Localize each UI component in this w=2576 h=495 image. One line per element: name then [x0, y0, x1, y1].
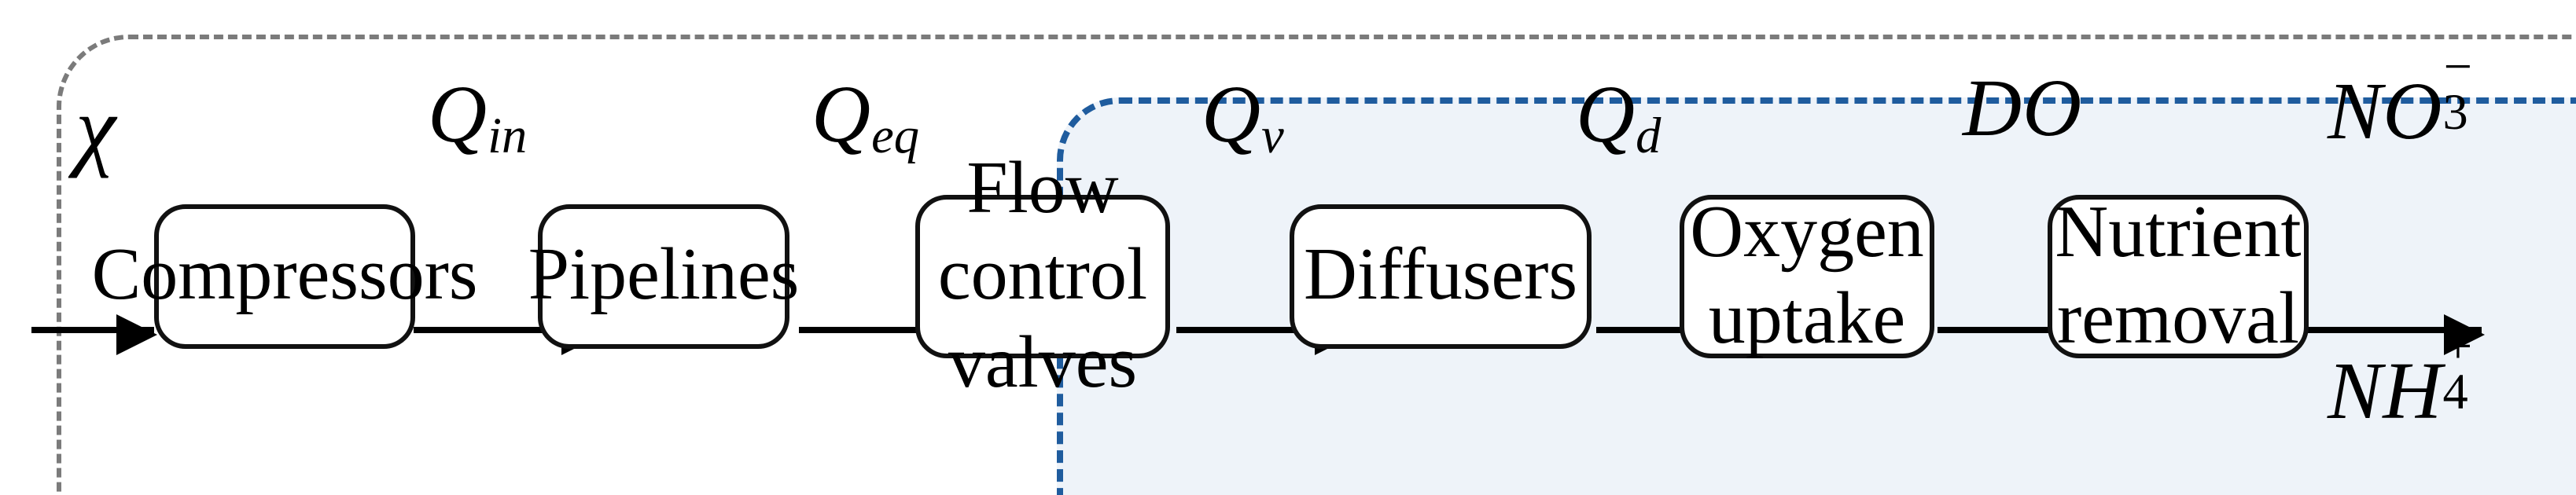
block-flow-control-valves[interactable]: Flow control valves — [915, 148, 1170, 403]
block-compressors-label: Compressors — [91, 234, 478, 317]
block-oxygen-uptake[interactable]: Oxygen uptake — [1680, 191, 1934, 360]
signal-label-do: DO — [1963, 64, 2083, 154]
block-flow-control-valves-label-line2: valves — [948, 321, 1138, 404]
signal-label-q-v: Qv — [1202, 71, 1284, 164]
block-pipelines[interactable]: Pipelines — [528, 204, 799, 349]
block-nutrient-removal-label-line2: removal — [2057, 278, 2299, 360]
block-nutrient-removal-label-line1: Nutrient — [2055, 191, 2302, 273]
arrow-input-to-compressors — [31, 314, 157, 355]
block-diffusers-label: Diffusers — [1303, 234, 1578, 317]
block-pipelines-label: Pipelines — [528, 234, 800, 317]
signal-label-nh4: NH+4 — [2328, 317, 2474, 438]
signal-label-q-in: Qin — [428, 71, 528, 164]
block-flow-control-valves-label-line1: Flow control — [937, 147, 1148, 317]
block-oxygen-uptake-label-line1: Oxygen — [1690, 191, 1924, 273]
block-diffusers[interactable]: Diffusers — [1290, 204, 1592, 349]
block-oxygen-uptake-label-line2: uptake — [1708, 278, 1906, 360]
signal-label-chi: χ — [75, 77, 117, 179]
signal-label-no3: NO−3 — [2328, 37, 2474, 158]
block-compressors[interactable]: Compressors — [92, 204, 477, 349]
arrow-nutrient-removal-output — [2296, 314, 2485, 355]
signal-label-q-eq: Qeq — [811, 71, 919, 164]
region-included-in-this-work — [57, 35, 2576, 495]
signal-label-q-d: Qd — [1576, 71, 1662, 164]
block-nutrient-removal[interactable]: Nutrient removal — [2048, 191, 2309, 360]
